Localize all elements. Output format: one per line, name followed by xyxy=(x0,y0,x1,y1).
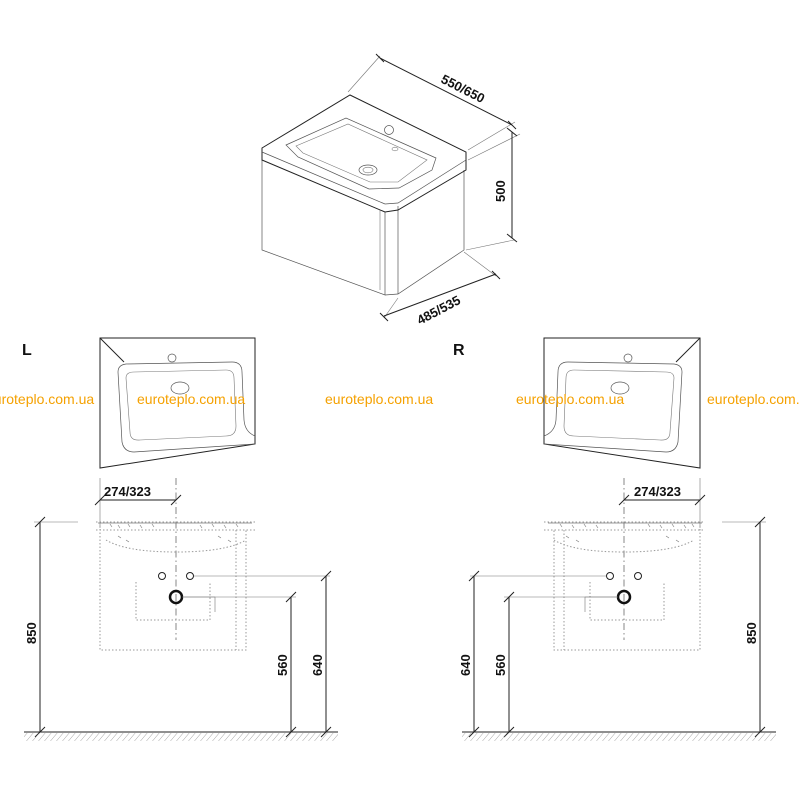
left-top-view: L xyxy=(22,337,256,469)
isometric-view: 550/650 500 485/535 xyxy=(261,53,521,328)
watermark-5: euroteplo.com.ua xyxy=(707,391,800,407)
width-dimension: 550/650 xyxy=(439,71,488,106)
right-top-view: R xyxy=(453,337,701,469)
left-label: L xyxy=(22,342,32,359)
watermark-1: euroteplo.com.ua xyxy=(0,391,94,407)
right-supply-height: 640 xyxy=(458,654,473,676)
left-front-elevation: 274/323 850 640 560 xyxy=(24,478,338,741)
left-offset-dimension: 274/323 xyxy=(104,484,151,499)
watermark-2: euroteplo.com.ua xyxy=(137,391,245,407)
right-floor-height: 850 xyxy=(744,622,759,644)
watermark-4: euroteplo.com.ua xyxy=(516,391,624,407)
watermark-3: euroteplo.com.ua xyxy=(325,391,433,407)
left-drain-height: 560 xyxy=(275,654,290,676)
depth-dimension: 485/535 xyxy=(414,292,463,327)
right-label: R xyxy=(453,342,465,359)
left-floor-height: 850 xyxy=(24,622,39,644)
right-front-elevation: 274/323 850 640 560 xyxy=(458,478,776,741)
right-offset-dimension: 274/323 xyxy=(634,484,681,499)
left-supply-height: 640 xyxy=(310,654,325,676)
watermark-row: euroteplo.com.ua euroteplo.com.ua eurote… xyxy=(0,391,800,407)
height-dimension: 500 xyxy=(493,180,508,202)
right-drain-height: 560 xyxy=(493,654,508,676)
